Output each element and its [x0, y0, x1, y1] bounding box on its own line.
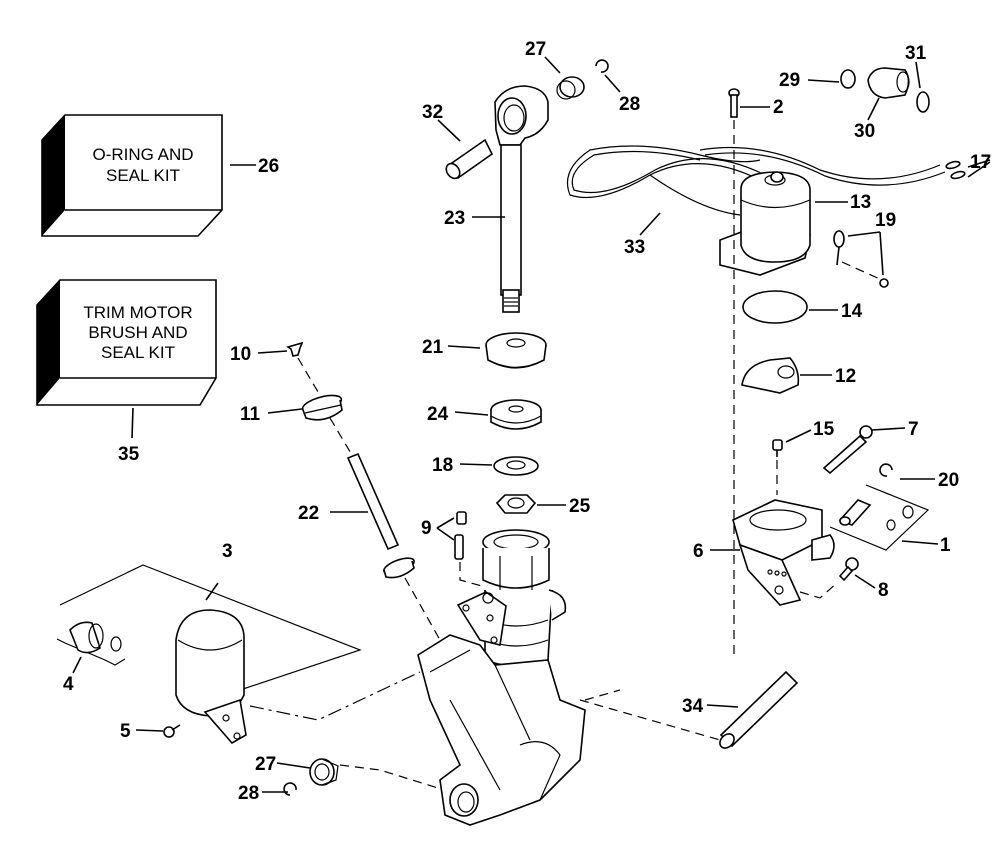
part-screw-5[interactable] [163, 724, 181, 738]
part-pin-32[interactable] [443, 138, 494, 181]
part-retaining-ring-28[interactable] [595, 59, 609, 73]
part-disk-29[interactable] [840, 69, 856, 89]
callout-9[interactable]: 9 [421, 518, 432, 539]
callout-17[interactable]: 17 [970, 152, 991, 173]
callout-29[interactable]: 29 [779, 70, 800, 91]
part-ground-lead-19[interactable] [833, 230, 889, 288]
callout-14[interactable]: 14 [841, 301, 863, 322]
part-pivot-pin-34[interactable] [717, 670, 799, 751]
part-end-cap-21[interactable] [485, 332, 547, 369]
part-piston-24[interactable] [490, 399, 542, 430]
part-fitting-4[interactable] [56, 621, 126, 666]
callout-12[interactable]: 12 [835, 366, 856, 387]
part-bushing-27-lower[interactable] [309, 758, 339, 786]
kit-label-line: TRIM MOTOR [83, 303, 192, 322]
callout-1[interactable]: 1 [940, 535, 951, 556]
callout-15[interactable]: 15 [813, 419, 835, 440]
kit-box-oring-seal[interactable]: O-RING AND SEAL KIT [41, 114, 223, 237]
part-retaining-ring-28-lower[interactable] [283, 782, 297, 796]
part-tube-22[interactable] [346, 452, 416, 579]
callout-10[interactable]: 10 [230, 344, 251, 365]
part-bushing-27[interactable] [556, 76, 585, 100]
part-brush-holder-30[interactable] [867, 67, 910, 99]
kit-box-trim-motor-brush[interactable]: TRIM MOTOR BRUSH AND SEAL KIT [36, 279, 217, 406]
callout-28-lower[interactable]: 28 [238, 783, 259, 804]
callout-27[interactable]: 27 [525, 39, 546, 60]
part-pump-body-6[interactable] [732, 499, 835, 606]
part-cover-12[interactable] [741, 357, 800, 394]
callout-19[interactable]: 19 [875, 210, 896, 231]
callout-23[interactable]: 23 [444, 208, 465, 229]
callout-25[interactable]: 25 [569, 496, 591, 517]
callout-20[interactable]: 20 [938, 470, 959, 491]
callout-21[interactable]: 21 [422, 337, 444, 358]
callout-18[interactable]: 18 [432, 455, 453, 476]
callout-30[interactable]: 30 [854, 121, 875, 142]
callout-5[interactable]: 5 [120, 721, 131, 742]
part-cylinder-housing[interactable] [417, 529, 586, 826]
part-screw-10[interactable] [286, 341, 304, 357]
callout-13[interactable]: 13 [850, 192, 871, 213]
part-screw-8[interactable] [838, 557, 859, 582]
callout-2[interactable]: 2 [773, 97, 784, 118]
kit-label-line: BRUSH AND [88, 323, 187, 342]
callout-22[interactable]: 22 [298, 503, 319, 524]
part-valve-kit-1[interactable] [829, 484, 930, 551]
part-bolt-7[interactable] [822, 425, 873, 475]
callout-7[interactable]: 7 [908, 419, 919, 440]
callout-34[interactable]: 34 [682, 696, 704, 717]
part-retaining-ring-20[interactable] [879, 463, 893, 477]
callout-4[interactable]: 4 [63, 674, 74, 695]
callout-31[interactable]: 31 [905, 43, 927, 64]
callout-6[interactable]: 6 [693, 541, 704, 562]
callout-35[interactable]: 35 [118, 444, 140, 465]
callout-3[interactable]: 3 [222, 541, 233, 562]
part-wire-harness-33[interactable] [566, 145, 966, 216]
part-valve-9[interactable] [454, 511, 467, 560]
callout-27-lower[interactable]: 27 [255, 754, 276, 775]
part-piston-rod-23[interactable] [494, 85, 549, 313]
part-trim-motor-13[interactable] [719, 171, 811, 276]
callout-8[interactable]: 8 [878, 580, 889, 601]
part-oring-14[interactable] [742, 290, 808, 324]
part-reservoir-3[interactable] [59, 564, 362, 745]
part-plug-11[interactable] [301, 392, 343, 421]
callout-24[interactable]: 24 [427, 404, 449, 425]
callout-26[interactable]: 26 [258, 156, 279, 177]
part-screw-15[interactable] [772, 439, 783, 457]
callout-11[interactable]: 11 [240, 404, 261, 425]
kit-label-line: SEAL KIT [106, 166, 180, 185]
part-oring-31[interactable] [916, 91, 930, 113]
callout-33[interactable]: 33 [624, 237, 645, 258]
kit-label-line: SEAL KIT [101, 343, 175, 362]
callout-32[interactable]: 32 [422, 102, 443, 123]
kit-label-line: O-RING AND [92, 145, 193, 164]
callout-28[interactable]: 28 [619, 94, 640, 115]
part-nut-25[interactable] [495, 494, 537, 514]
part-screw-2[interactable] [728, 88, 740, 118]
part-washer-18[interactable] [493, 456, 539, 476]
